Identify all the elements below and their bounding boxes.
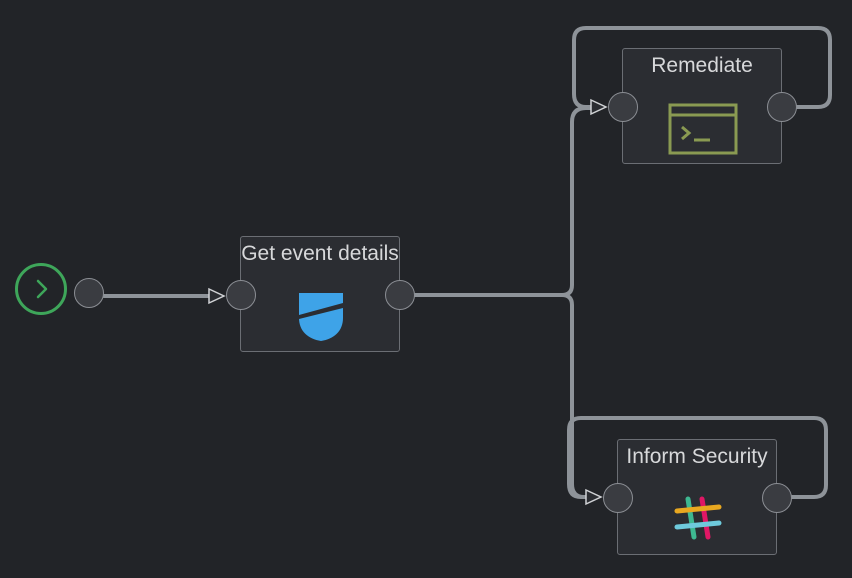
node-remediate[interactable]: Remediate <box>622 48 782 164</box>
chevron-right-icon <box>36 279 48 299</box>
connection-remediate-loop[interactable] <box>572 26 832 109</box>
inform-security-input-port[interactable] <box>603 483 633 513</box>
node-get-event-details[interactable]: Get event details <box>240 236 400 352</box>
start-output-port[interactable] <box>74 278 104 308</box>
connection-get-event-details-to-remediate[interactable] <box>412 106 594 297</box>
remediate-output-port[interactable] <box>767 92 797 122</box>
node-title: Inform Security <box>626 445 768 468</box>
connection-get-event-details-to-inform-security[interactable] <box>560 293 590 499</box>
node-title: Remediate <box>651 54 753 77</box>
node-title: Get event details <box>241 242 399 265</box>
get-event-details-output-port[interactable] <box>385 280 415 310</box>
connection-inform-security-loop[interactable] <box>567 416 828 499</box>
input-arrow-inform-security <box>585 488 603 506</box>
get-event-details-input-port[interactable] <box>226 280 256 310</box>
start-trigger-button[interactable] <box>15 263 67 315</box>
terminal-icon <box>668 103 738 155</box>
node-inform-security[interactable]: Inform Security <box>617 439 777 555</box>
slack-logo-icon <box>674 496 722 540</box>
input-arrow-get-event-details <box>208 287 226 305</box>
shield-logo-icon <box>299 293 343 341</box>
remediate-input-port[interactable] <box>608 92 638 122</box>
input-arrow-remediate <box>590 98 608 116</box>
inform-security-output-port[interactable] <box>762 483 792 513</box>
